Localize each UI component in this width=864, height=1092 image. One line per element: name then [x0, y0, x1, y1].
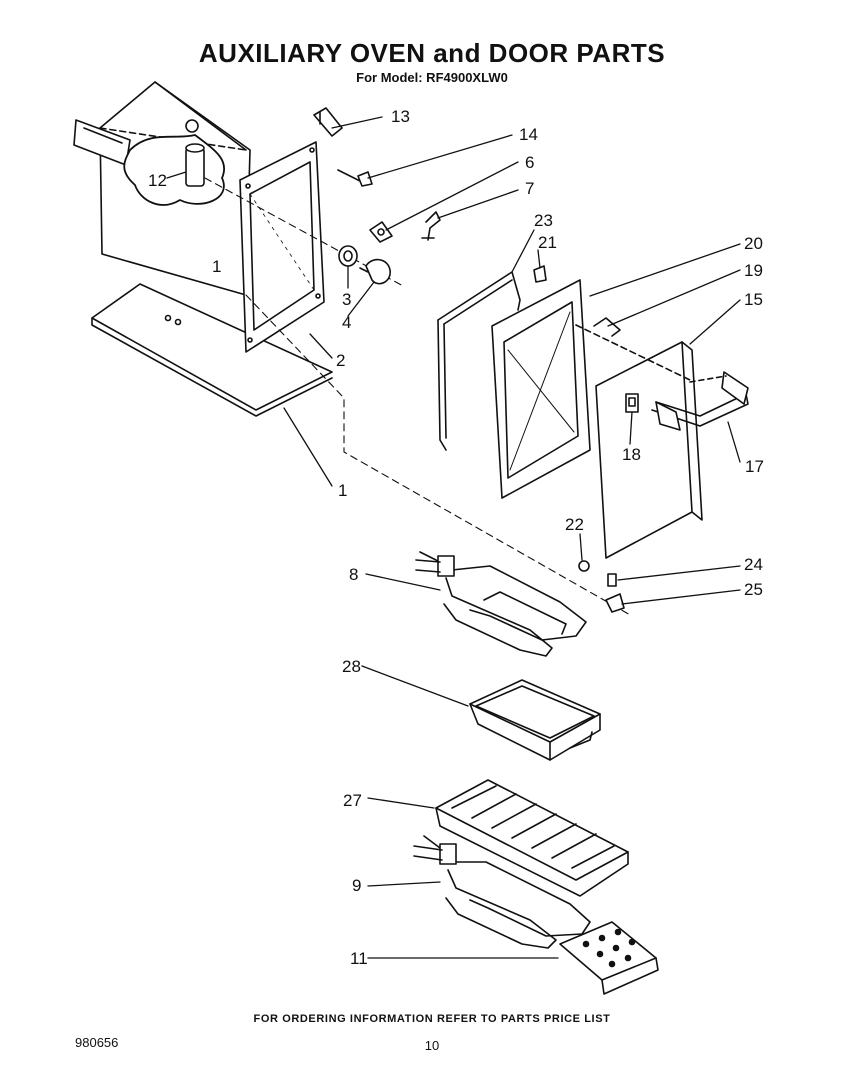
door-gasket-part-23 [437, 271, 521, 451]
callout-8: 8 [349, 565, 358, 584]
screw-part-21 [533, 265, 547, 283]
callout-21: 21 [538, 233, 557, 252]
broil-element-part-9 [413, 835, 591, 949]
callout-28: 28 [342, 657, 361, 676]
screw-part-22 [578, 560, 590, 572]
door-handle-part-17 [651, 371, 749, 431]
lamp-bulb-part-4 [359, 258, 391, 285]
callout-12: 12 [148, 171, 167, 190]
callout-14: 14 [519, 125, 538, 144]
ordering-note: FOR ORDERING INFORMATION REFER TO PARTS … [253, 1013, 611, 1025]
oven-liner-part [73, 81, 333, 417]
callout-1-lower: 1 [338, 481, 347, 500]
document-code: 980656 [75, 1035, 119, 1050]
callout-3: 3 [342, 290, 351, 309]
callout-22: 22 [565, 515, 584, 534]
door-inner-frame-part-20 [491, 279, 591, 499]
callout-labels: 1 1 2 3 4 6 7 8 9 11 12 13 14 15 17 18 1… [148, 107, 764, 968]
door-outer-panel-part-15 [575, 324, 703, 559]
callout-4: 4 [342, 313, 351, 332]
clip-part-7 [421, 211, 441, 241]
callout-9: 9 [352, 876, 361, 895]
spacer-part-24 [607, 573, 617, 587]
callout-2: 2 [336, 351, 345, 370]
callout-27: 27 [343, 791, 362, 810]
callout-1-upper: 1 [212, 257, 221, 276]
hinge-bracket-part-13 [313, 107, 343, 137]
broiler-grid-part-27 [435, 779, 629, 897]
callout-20: 20 [744, 234, 763, 253]
callout-15: 15 [744, 290, 763, 309]
page-number: 10 [424, 1038, 440, 1053]
broiler-pan-part-28 [469, 679, 601, 761]
callout-18: 18 [622, 445, 641, 464]
element-shield-part-11 [559, 921, 659, 995]
bracket-part-25 [605, 593, 625, 613]
screw-part-14 [337, 169, 373, 187]
callout-23: 23 [534, 211, 553, 230]
lamp-receptacle-part-3 [338, 245, 358, 267]
leader-lines [166, 116, 741, 959]
bake-element-part-8 [415, 551, 587, 657]
callout-25: 25 [744, 580, 763, 599]
callout-7: 7 [525, 179, 534, 198]
callout-17: 17 [745, 457, 764, 476]
callout-11: 11 [350, 949, 368, 968]
model-subtitle: For Model: RF4900XLW0 [356, 70, 508, 85]
page-title: AUXILIARY OVEN and DOOR PARTS [198, 38, 666, 68]
callout-24: 24 [744, 555, 763, 574]
hinge-part-18 [625, 393, 639, 413]
socket-part-6 [369, 221, 393, 243]
callout-13: 13 [391, 107, 410, 126]
callout-19: 19 [744, 261, 763, 280]
callout-6: 6 [525, 153, 534, 172]
front-frame-part [239, 141, 325, 353]
spring-part-19 [593, 317, 621, 337]
